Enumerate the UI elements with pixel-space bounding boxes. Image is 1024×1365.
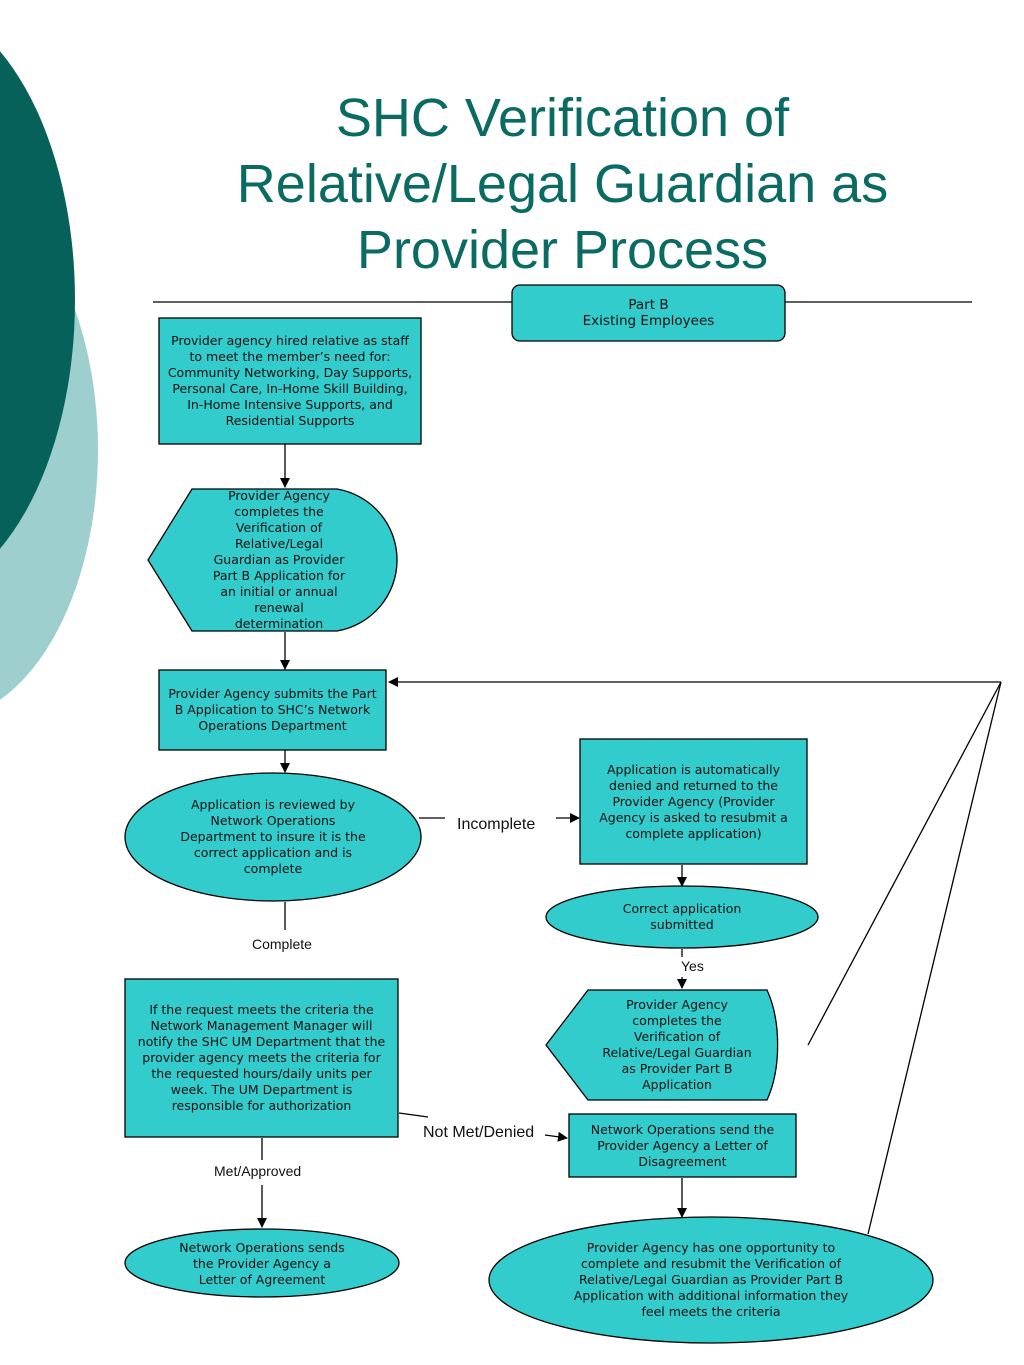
edge-label-incomplete: Incomplete (457, 816, 536, 834)
completes-initial-box: Provider Agency completes the Verificati… (205, 489, 353, 631)
disagreement-shape (568, 1113, 797, 1178)
part-b-header: Part B Existing Employees (512, 285, 785, 341)
denied-returned-shape (579, 738, 808, 865)
criteria-box: If the request meets the criteria the Ne… (129, 981, 394, 1135)
correct-submitted-shape (545, 885, 819, 949)
dark-arc-shape (0, 51, 75, 549)
title-line-3: Provider Process (356, 220, 769, 280)
completes-again-box: Provider Agency completes the Verificati… (598, 992, 756, 1098)
correct-submitted-box: Correct application submitted (600, 898, 764, 936)
disagreement-label: Network Operations send the Provider Age… (590, 1121, 775, 1169)
agreement-label: Network Operations sends the Provider Ag… (179, 1240, 345, 1287)
submits-label: Provider Agency submits the Part B Appli… (168, 686, 377, 733)
completes-initial-label: Provider Agency completes the Verificati… (212, 489, 346, 631)
submits-box: Provider Agency submits the Part B Appli… (163, 671, 382, 749)
edge-label-yes: Yes (681, 958, 704, 974)
title-line-1: SHC Verification of (335, 88, 790, 148)
edge-label-not-met: Not Met/Denied (423, 1124, 535, 1142)
resubmit-box: Provider Agency has one opportunity to c… (560, 1236, 862, 1324)
edge-criteria-notmet-b (544, 1131, 568, 1142)
reviewed-label: Application is reviewed by Network Opera… (180, 797, 366, 876)
agreement-shape (124, 1228, 400, 1298)
hired-box: Provider agency hired relative as staff … (161, 319, 419, 443)
edge-label-complete: Complete (252, 936, 312, 952)
agreement-box: Network Operations sends the Provider Ag… (170, 1240, 354, 1288)
completes-initial-shape (147, 488, 398, 632)
edge-label-met: Met/Approved (214, 1163, 302, 1179)
denied-returned-label: Application is automatically denied and … (599, 761, 788, 841)
completes-again-shape (545, 989, 779, 1101)
title-line-2: Relative/Legal Guardian as (236, 154, 889, 214)
edge-loop-from-resubmit (867, 681, 1002, 1235)
part-b-label: Part B Existing Employees (582, 297, 715, 329)
resubmit-label: Provider Agency has one opportunity to c… (573, 1240, 849, 1319)
resubmit-shape (488, 1216, 934, 1344)
correct-submitted-label: Correct application submitted (622, 901, 742, 932)
reviewed-box: Application is reviewed by Network Opera… (176, 790, 370, 884)
criteria-label: If the request meets the criteria the Ne… (137, 1002, 386, 1113)
hired-label: Provider agency hired relative as staff … (167, 333, 413, 428)
edge-loop-from-completes-again (807, 681, 1002, 1046)
criteria-shape (124, 978, 399, 1138)
denied-returned-box: Application is automatically denied and … (584, 741, 803, 862)
completes-again-label: Provider Agency completes the Verificati… (602, 997, 752, 1092)
reviewed-shape (124, 772, 422, 902)
submits-shape (158, 669, 387, 751)
page-title: SHC Verification of Relative/Legal Guard… (200, 85, 925, 283)
hired-shape (158, 317, 422, 445)
edge-criteria-notmet-a (398, 1112, 429, 1118)
disagreement-box: Network Operations send the Provider Age… (572, 1116, 793, 1175)
part-b-shape (511, 284, 786, 342)
